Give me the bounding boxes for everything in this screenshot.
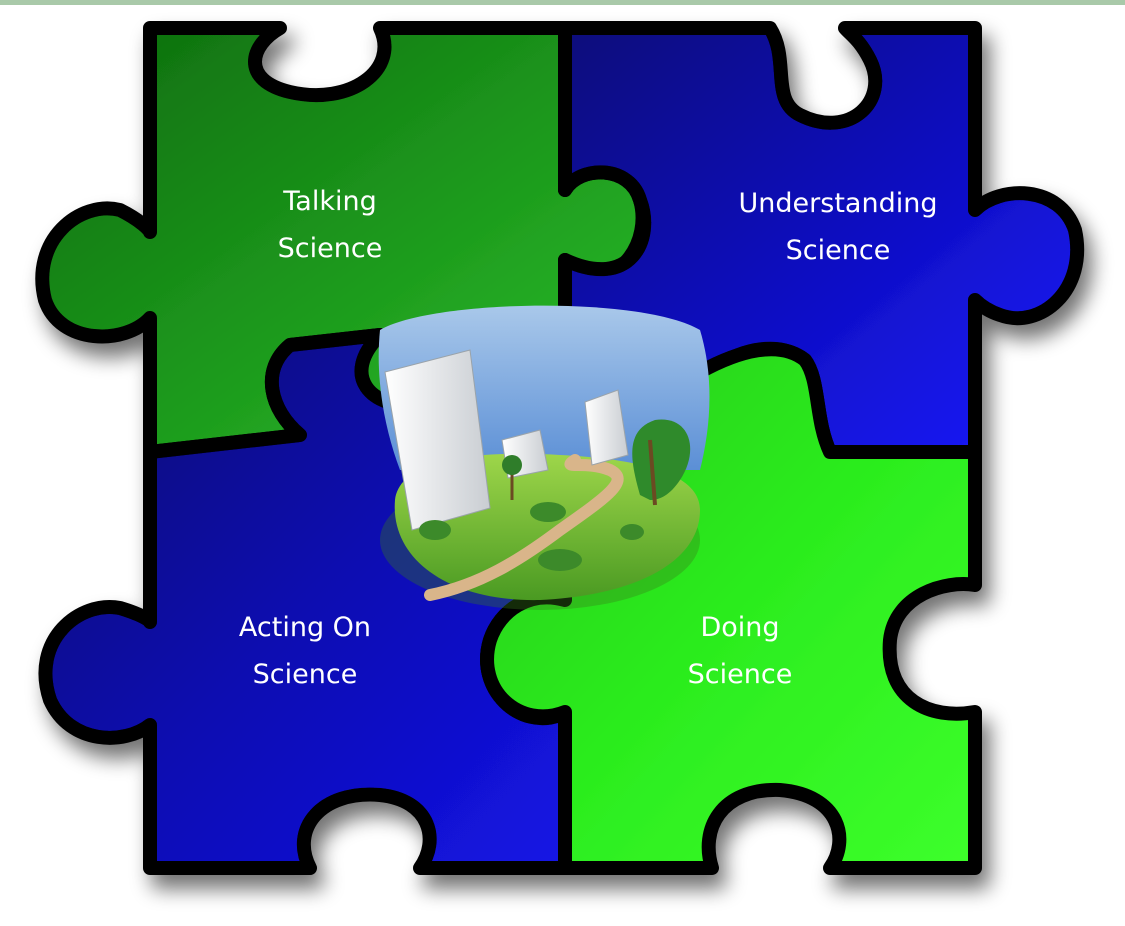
top-strip — [0, 0, 1125, 5]
understanding-line1: Understanding — [739, 188, 938, 219]
talking-line2: Science — [278, 233, 383, 264]
understanding-line2: Science — [786, 235, 891, 266]
city-park-island-icon — [378, 305, 710, 610]
acting-line2: Science — [253, 659, 358, 690]
label-talking: Talking Science — [278, 186, 383, 264]
acting-line1: Acting On — [239, 612, 371, 643]
label-doing: Doing Science — [688, 612, 793, 690]
talking-line1: Talking — [282, 186, 376, 217]
label-understanding: Understanding Science — [739, 188, 938, 266]
label-acting: Acting On Science — [239, 612, 371, 690]
puzzle-group — [35, 21, 1084, 875]
doing-line1: Doing — [700, 612, 779, 643]
doing-line2: Science — [688, 659, 793, 690]
